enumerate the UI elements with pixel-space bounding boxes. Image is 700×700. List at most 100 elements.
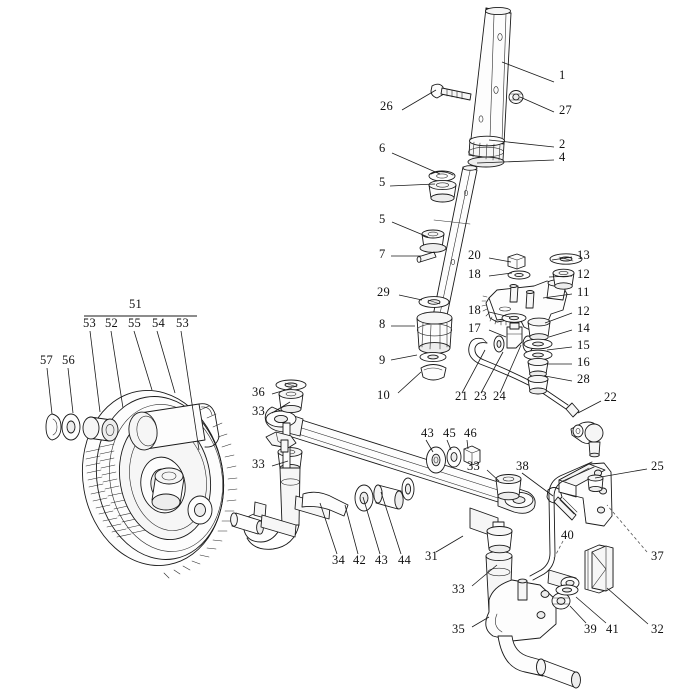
callout-14: 14 — [577, 321, 591, 335]
callout-41: 41 — [606, 622, 620, 636]
part-45-washer — [446, 446, 462, 468]
callout-5: 5 — [379, 175, 386, 189]
part-5a-bushing — [428, 179, 457, 203]
callout-33: 33 — [452, 582, 466, 596]
leader-42 — [344, 504, 359, 555]
callout-7: 7 — [379, 247, 386, 261]
callout-45: 45 — [443, 426, 457, 440]
leader-5 — [389, 183, 436, 187]
part-42-washer — [354, 484, 374, 512]
callout-29: 29 — [377, 285, 391, 299]
callout-24: 24 — [493, 389, 507, 403]
part-7-roll-pin — [416, 251, 437, 263]
leader-21 — [461, 349, 486, 394]
part-16-bushing — [527, 357, 549, 378]
callout-21: 21 — [455, 389, 469, 403]
leader-33 — [486, 469, 500, 482]
callout-35: 35 — [452, 622, 466, 636]
callout-37: 37 — [651, 549, 665, 563]
leader-54 — [156, 330, 176, 394]
leader-15 — [546, 346, 573, 351]
callout-15: 15 — [577, 338, 591, 352]
leader-37 — [606, 504, 648, 553]
callout-56: 56 — [62, 353, 76, 367]
part-5b-bushing — [419, 229, 447, 253]
leader-26 — [401, 89, 437, 111]
callout-23: 23 — [474, 389, 488, 403]
callout-53: 53 — [176, 316, 190, 330]
leader-35 — [471, 616, 490, 628]
leader-12 — [544, 312, 573, 324]
part-40-rod — [529, 461, 595, 581]
part-29-washer — [418, 296, 450, 308]
leader-17 — [488, 329, 507, 338]
leader-55 — [133, 330, 153, 391]
leader-10 — [397, 371, 422, 394]
part-21-steering-link — [468, 337, 580, 418]
leader-33 — [271, 401, 291, 414]
leader-38 — [521, 472, 554, 497]
leader-46 — [466, 439, 469, 450]
callout-43: 43 — [375, 553, 389, 567]
part-10-cap-retainer — [420, 364, 447, 381]
leader-24 — [499, 344, 522, 394]
callout-51: 51 — [129, 297, 143, 311]
leader-4 — [476, 159, 555, 164]
leader-44 — [380, 491, 402, 555]
part-36-washer — [275, 379, 307, 391]
part-15-washer — [523, 349, 553, 361]
callout-18: 18 — [468, 267, 482, 281]
leader-18 — [488, 272, 513, 277]
part-53-left-bearing — [82, 416, 119, 442]
callout-1: 1 — [559, 68, 566, 82]
callout-36: 36 — [252, 385, 266, 399]
callout-31: 31 — [425, 549, 439, 563]
part-43-spacer — [373, 484, 404, 510]
part-12b-bushing — [527, 317, 551, 341]
leader-33 — [471, 564, 498, 587]
callout-13: 13 — [577, 248, 591, 262]
callout-27: 27 — [559, 103, 573, 117]
leader-22 — [577, 400, 602, 414]
part-18a-washer — [507, 270, 531, 280]
callout-28: 28 — [577, 372, 591, 386]
leader-43 — [362, 496, 381, 555]
part-1-upper-steering-column — [470, 6, 512, 145]
callout-39: 39 — [584, 622, 598, 636]
part-57-circlip — [45, 413, 62, 441]
callout-11: 11 — [577, 285, 590, 299]
leader-53 — [89, 330, 101, 413]
part-11-sector-housing — [481, 279, 568, 333]
part-43b-washer — [426, 446, 446, 474]
leader-11 — [542, 293, 573, 299]
callout-42: 42 — [353, 553, 367, 567]
callout-16: 16 — [577, 355, 591, 369]
callout-25: 25 — [651, 459, 665, 473]
leader-13 — [551, 256, 573, 261]
part-31-front-axle-beam — [264, 406, 536, 539]
leader-52 — [110, 330, 124, 409]
part-34-left-stub-axle — [230, 422, 349, 550]
wheel-assembly — [81, 390, 238, 579]
part-14-washer — [523, 338, 553, 350]
callout-12: 12 — [577, 304, 591, 318]
leader-23 — [480, 351, 504, 394]
leader-31 — [435, 535, 464, 553]
callout-33: 33 — [252, 404, 266, 418]
part-33c-bushing — [495, 474, 522, 501]
leader-18 — [488, 311, 511, 318]
part-26-bolt — [430, 83, 472, 101]
leader-56 — [67, 367, 74, 414]
part-18b-washer — [501, 313, 527, 323]
part-32-pad-block — [584, 544, 614, 594]
callout-33: 33 — [467, 459, 481, 473]
leader-27 — [519, 96, 555, 113]
leader-41 — [575, 596, 607, 624]
leader-57 — [46, 367, 53, 415]
part-33a-bushing — [278, 389, 304, 414]
part-8-pinion-housing — [416, 311, 453, 354]
leader-25 — [594, 468, 648, 479]
part-44-bush — [401, 477, 415, 501]
callout-43: 43 — [421, 426, 435, 440]
